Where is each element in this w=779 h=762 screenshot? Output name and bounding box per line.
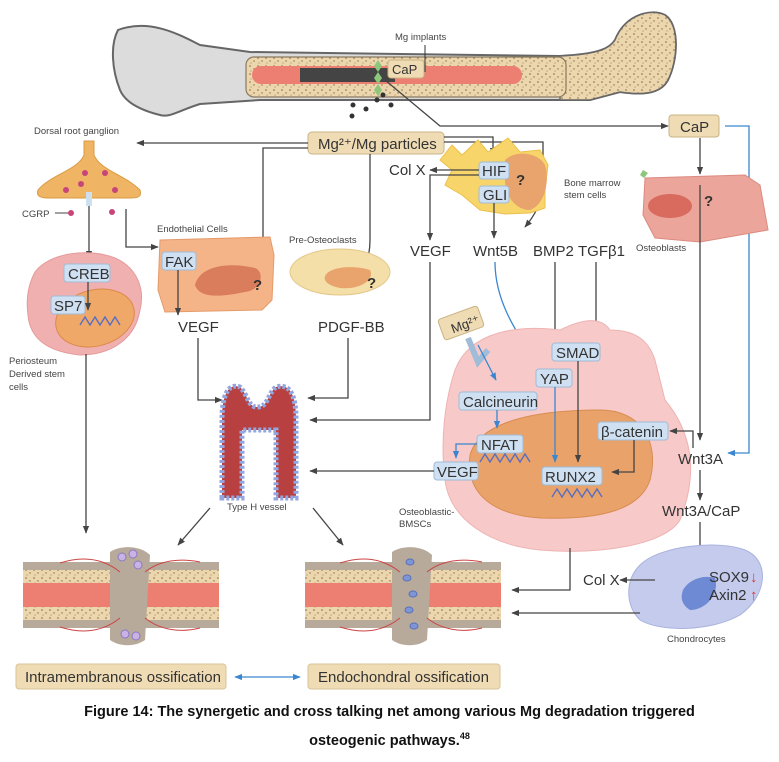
yap-label: YAP <box>540 371 569 388</box>
bone-marrow-label-1: Bone marrow <box>564 178 621 189</box>
unknown-osteoblast: ? <box>704 193 713 210</box>
endochondral-bone <box>305 547 501 646</box>
intramembranous-ossification-box: Intramembranous ossification <box>15 663 227 690</box>
gli-label: GLI <box>483 187 507 204</box>
yap-box: YAP <box>535 368 573 388</box>
calcineurin-box: Calcineurin <box>458 391 538 411</box>
figure-caption: Figure 14: The synergetic and cross talk… <box>0 700 779 753</box>
sp7-label: SP7 <box>54 298 82 315</box>
hif-box: HIF <box>478 161 510 180</box>
degradation-crystals <box>374 60 382 96</box>
runx2-label: RUNX2 <box>545 469 596 486</box>
pdgf-bb-label: PDGF-BB <box>318 319 385 336</box>
fak-label: FAK <box>165 254 193 271</box>
arrow-implant-to-cap <box>384 79 669 130</box>
osteoblast-nucleus <box>648 194 692 218</box>
receptor-icon <box>86 192 92 206</box>
unknown-preosteoclast: ? <box>367 275 376 292</box>
caption-line-2-text: osteogenic pathways. <box>309 732 460 749</box>
mg-implants-label: Mg implants <box>395 32 446 43</box>
creb-label: CREB <box>68 266 110 283</box>
arrow-drg-to-endothelial <box>125 209 159 251</box>
dna-icon <box>479 452 531 464</box>
bmsc-label-1: Osteoblastic- <box>399 507 454 518</box>
arrow-cap-to-wnt3a-blue <box>725 125 750 457</box>
wnt5b-label: Wnt5B <box>473 243 518 260</box>
unknown-bone-marrow: ? <box>516 172 525 189</box>
axin2-up-arrow-icon: ↑ <box>750 587 758 604</box>
periosteum-label-3: cells <box>9 382 28 393</box>
intramembranous-bone <box>23 547 219 646</box>
mg-implant-rod <box>300 68 395 82</box>
caption-reference: 48 <box>459 731 470 741</box>
arrow-to-endothelial <box>262 147 308 250</box>
mg-ion-box: Mg²⁺ <box>437 305 485 341</box>
sox9-down-arrow-icon: ↓ <box>750 569 758 586</box>
endochondral-ossification-box: Endochondral ossification <box>307 663 501 690</box>
col-x-top: Col X <box>389 162 426 179</box>
bone-marrow-nucleus <box>505 153 547 210</box>
pre-osteoclast-nucleus <box>324 267 371 289</box>
type-h-vessel-label: Type H vessel <box>227 502 287 513</box>
pathway-diagram: Mg implants CaP Mg²⁺/Mg particles Dorsal… <box>9 11 769 690</box>
periosteum-label-2: Derived stem <box>9 369 65 380</box>
caption-line-2: osteogenic pathways.48 <box>0 724 779 753</box>
cgrp-vesicles <box>63 170 118 215</box>
endochondral-label: Endochondral ossification <box>318 669 489 686</box>
type-h-vessel <box>219 383 299 501</box>
sox9-label: SOX9 <box>709 569 749 586</box>
smad-box: SMAD <box>551 342 601 362</box>
dna-icon <box>79 315 121 327</box>
drg-shape <box>37 140 141 199</box>
cap-right-label: CaP <box>680 119 709 136</box>
mg-particles-dots <box>349 92 394 119</box>
vegf-mid: VEGF <box>410 243 451 260</box>
endothelial-nucleus <box>195 265 261 296</box>
chondrocyte-nucleus <box>681 576 716 610</box>
periosteum-label-1: Periosteum <box>9 356 57 367</box>
cap-right-box: CaP <box>668 114 720 138</box>
osteoblasts-label: Osteoblasts <box>636 243 686 254</box>
bcatenin-label: β-catenin <box>601 424 663 441</box>
cap-implant-label: CaP <box>392 62 417 77</box>
drg-label: Dorsal root ganglion <box>34 126 119 137</box>
hif-label: HIF <box>482 163 506 180</box>
mg-particles-label: Mg²⁺/Mg particles <box>318 136 437 153</box>
dna-icon <box>551 487 603 499</box>
bmp2-label: BMP2 <box>533 243 574 260</box>
calcineurin-label: Calcineurin <box>463 394 538 411</box>
axin2-label: Axin2 <box>709 587 747 604</box>
wnt3a-cap-label: Wnt3A/CaP <box>662 503 740 520</box>
endothelial-label: Endothelial Cells <box>157 224 228 235</box>
wnt3a-label: Wnt3A <box>678 451 723 468</box>
tgfb1-label: TGFβ1 <box>578 243 625 260</box>
cgrp-label: CGRP <box>22 209 49 220</box>
bone-marrow-label-2: stem cells <box>564 190 606 201</box>
chondrocytes-label: Chondrocytes <box>667 634 726 645</box>
col-x-bottom: Col X <box>583 572 620 589</box>
nfat-box: NFAT <box>476 434 524 454</box>
creb-box: CREB <box>63 263 111 283</box>
ion-channel-icon <box>465 336 491 368</box>
vegf-endothelial: VEGF <box>178 319 219 336</box>
bmsc-label-2: BMSCs <box>399 519 431 530</box>
intramembranous-label: Intramembranous ossification <box>25 669 221 686</box>
unknown-endothelial: ? <box>253 277 262 294</box>
fak-box: FAK <box>161 251 197 271</box>
caption-line-1: Figure 14: The synergetic and cross talk… <box>84 704 695 720</box>
pre-osteoclasts-label: Pre-Osteoclasts <box>289 235 357 246</box>
mg-particles-box: Mg²⁺/Mg particles <box>307 131 445 155</box>
osteoblast-cell <box>642 174 769 243</box>
runx2-box: RUNX2 <box>541 466 603 486</box>
gli-box: GLI <box>478 185 510 204</box>
nfat-label: NFAT <box>481 437 518 454</box>
cap-implant-box: CaP <box>387 59 425 79</box>
smad-label: SMAD <box>556 345 600 362</box>
bcatenin-box: β-catenin <box>597 421 669 441</box>
vegf-bmsc-label: VEGF <box>437 464 478 481</box>
vegf-bmsc-box: VEGF <box>433 461 479 481</box>
sp7-box: SP7 <box>50 295 86 315</box>
